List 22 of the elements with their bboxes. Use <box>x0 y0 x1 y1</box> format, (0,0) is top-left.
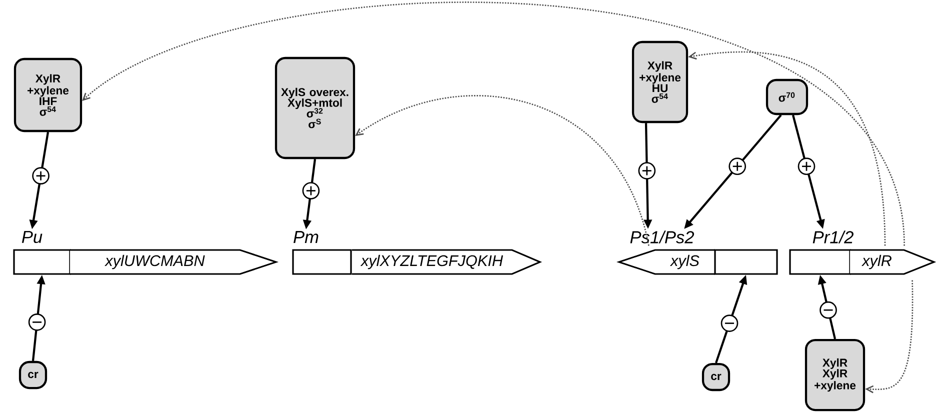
promoter-segment <box>789 249 851 275</box>
gene-box: xylR <box>850 249 936 275</box>
promoter-segment <box>292 249 352 275</box>
promoter-segment <box>714 249 778 275</box>
regulator-box: XylR +xylene IHF σ$^{54}$ <box>14 58 82 132</box>
feedback-arrow <box>355 95 650 246</box>
regulator-box: σ$^{70}$ <box>766 78 808 116</box>
feedback-arrow <box>688 51 886 246</box>
gene-box: xylS <box>616 249 716 275</box>
regulator-box: XylR +xylene HU σ$^{54}$ <box>632 40 688 124</box>
regulator-box: cr <box>18 360 48 390</box>
regulator-box: XylS overex. XylS+mtol σ$^{32}$ σ$^{S}$ <box>274 56 356 160</box>
feedback-arrow <box>82 2 905 246</box>
regulator-box: cr <box>702 362 730 392</box>
regulator-box: XylR XylR +xylene <box>804 338 866 412</box>
promoter-label: Pm <box>294 231 318 243</box>
node-label: xylR <box>862 254 892 270</box>
promoter-label: Pr1/2 <box>812 230 854 244</box>
feedback-arrow <box>865 280 914 394</box>
promoter-label: Ps1/Ps2 <box>630 230 694 244</box>
promoter-label: Pu <box>22 230 42 244</box>
promoter-segment <box>13 249 71 275</box>
